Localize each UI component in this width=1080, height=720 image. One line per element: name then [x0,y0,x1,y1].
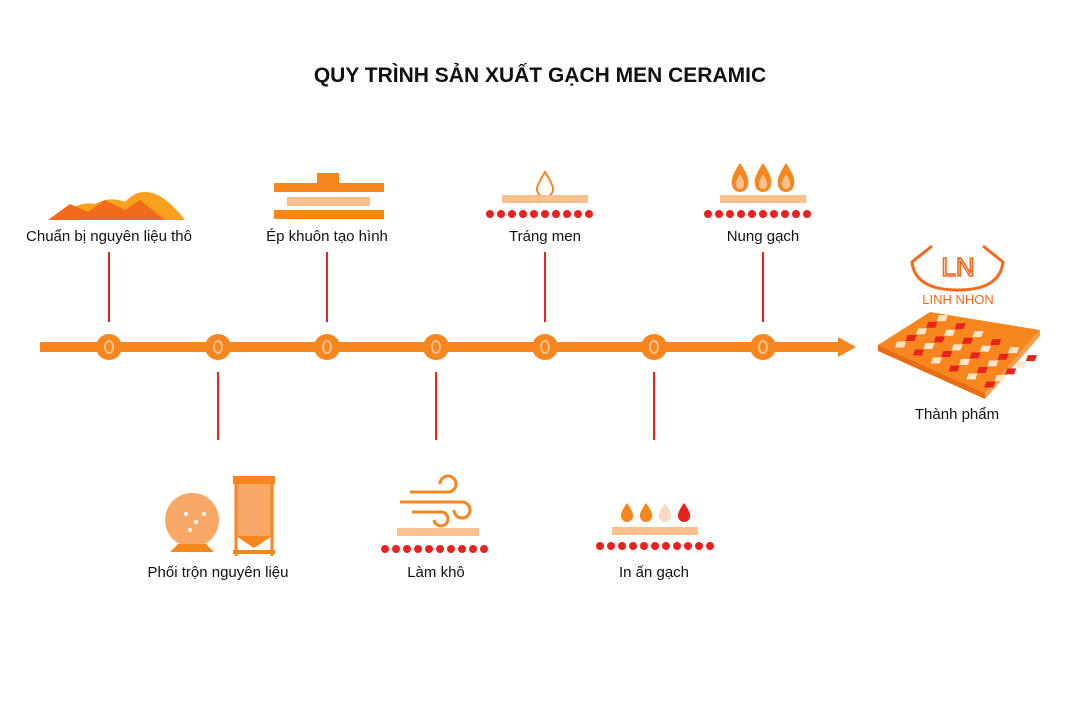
dot [781,210,789,218]
dot [803,210,811,218]
step-label: Làm khô [407,564,465,581]
dot [651,542,659,550]
step-label: Nung gạch [727,228,800,245]
dot [704,210,712,218]
ball-mill-icon [165,476,275,556]
dot [759,210,767,218]
dot [662,542,670,550]
dot [414,545,422,553]
dot [726,210,734,218]
glaze-drop-icon [486,170,593,218]
dot [530,210,538,218]
dot [519,210,527,218]
dot [574,210,582,218]
timeline-node [641,334,667,360]
timeline-node [532,334,558,360]
dot [436,545,444,553]
dot [618,542,626,550]
step-label: Tráng men [509,228,581,245]
dot [607,542,615,550]
timeline-node [96,334,122,360]
linh-nhon-logo: LN LINH NHON [910,244,1005,307]
dot [563,210,571,218]
timeline-node [423,334,449,360]
step-label: In ấn gạch [619,564,689,581]
logo-name: LINH NHON [922,292,994,307]
dot [770,210,778,218]
dot [792,210,800,218]
dot [684,542,692,550]
dot [715,210,723,218]
flames-icon [704,163,811,218]
dot [480,545,488,553]
press-icon [274,173,384,219]
dot [596,542,604,550]
dot [695,542,703,550]
step-label: Chuẩn bị nguyên liệu thô [26,228,192,245]
mountains-icon [48,191,185,220]
finished-tile-icon [878,312,1040,399]
dot [392,545,400,553]
dot [469,545,477,553]
timeline-node [750,334,776,360]
ink-drops-icon [596,503,714,550]
wind-dryer-icon [381,474,488,553]
arrow-head-icon [838,337,856,357]
diagram-title: QUY TRÌNH SẢN XUẤT GẠCH MEN CERAMIC [314,64,766,87]
dot [585,210,593,218]
step-label: Phối trộn nguyên liệu [148,564,289,581]
dot [497,210,505,218]
dot [629,542,637,550]
dot [748,210,756,218]
dot [640,542,648,550]
result-label: Thành phẩm [915,406,999,423]
dot [425,545,433,553]
dot [486,210,494,218]
dot [508,210,516,218]
timeline-node [205,334,231,360]
dot [541,210,549,218]
dot [381,545,389,553]
dot [737,210,745,218]
logo-initials: LN [941,252,974,282]
dot [552,210,560,218]
dot [458,545,466,553]
step-label: Ép khuôn tạo hình [266,228,388,245]
dot [673,542,681,550]
dot [447,545,455,553]
timeline-node [314,334,340,360]
dot [403,545,411,553]
dot [706,542,714,550]
